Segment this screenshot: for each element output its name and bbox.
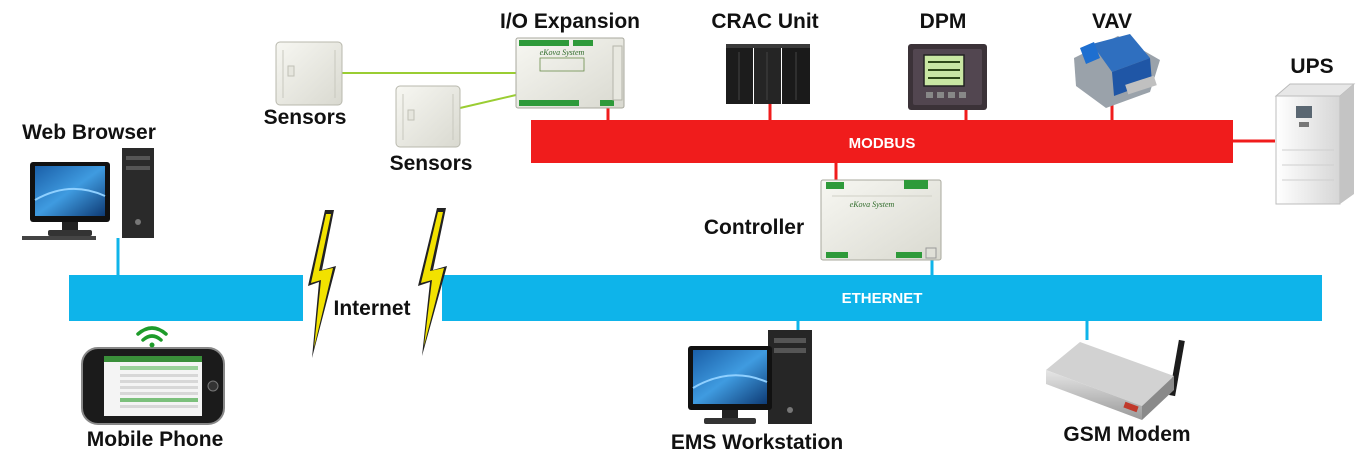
internet-label: Internet: [333, 297, 410, 320]
vav-device: [1074, 34, 1160, 108]
io-expansion-label: I/O Expansion: [500, 10, 640, 33]
web-browser-label: Web Browser: [22, 121, 156, 144]
sensors-label-2: Sensors: [390, 152, 473, 175]
dpm-device: [908, 44, 987, 110]
sensor-link-2: [459, 94, 517, 109]
ems-workstation-computer: [688, 330, 812, 424]
io-expansion-device: [515, 37, 625, 109]
crac-unit-device: [726, 44, 810, 104]
io-expansion-brand: eKova System: [540, 48, 585, 57]
controller-label: Controller: [704, 216, 804, 239]
controller-brand: eKova System: [850, 200, 895, 209]
wifi-icon: [136, 326, 168, 348]
gsm-modem-device: [1046, 339, 1185, 420]
lightning-icon: [308, 210, 336, 358]
dpm-label: DPM: [920, 10, 967, 33]
crac-unit-label: CRAC Unit: [711, 10, 818, 33]
ethernet-bus-right: [442, 275, 1322, 321]
ups-label: UPS: [1290, 55, 1333, 78]
sensor-device-2: [395, 85, 461, 148]
gsm-modem-label: GSM Modem: [1063, 423, 1190, 446]
ems-workstation-label: EMS Workstation: [671, 431, 843, 454]
web-browser-computer: [22, 148, 154, 240]
mobile-phone-label: Mobile Phone: [87, 428, 224, 451]
ups-device: [1274, 83, 1356, 205]
sensors-label-1: Sensors: [264, 106, 347, 129]
ethernet-bus-left: [69, 275, 303, 321]
lightning-icon: [418, 208, 447, 356]
mobile-phone-device: [81, 347, 225, 425]
vav-label: VAV: [1092, 10, 1132, 33]
modbus-label: MODBUS: [849, 135, 916, 152]
sensor-device-1: [275, 41, 343, 106]
ethernet-label: ETHERNET: [842, 290, 923, 307]
modbus-bus: [531, 120, 1233, 163]
controller-device: [820, 179, 942, 261]
